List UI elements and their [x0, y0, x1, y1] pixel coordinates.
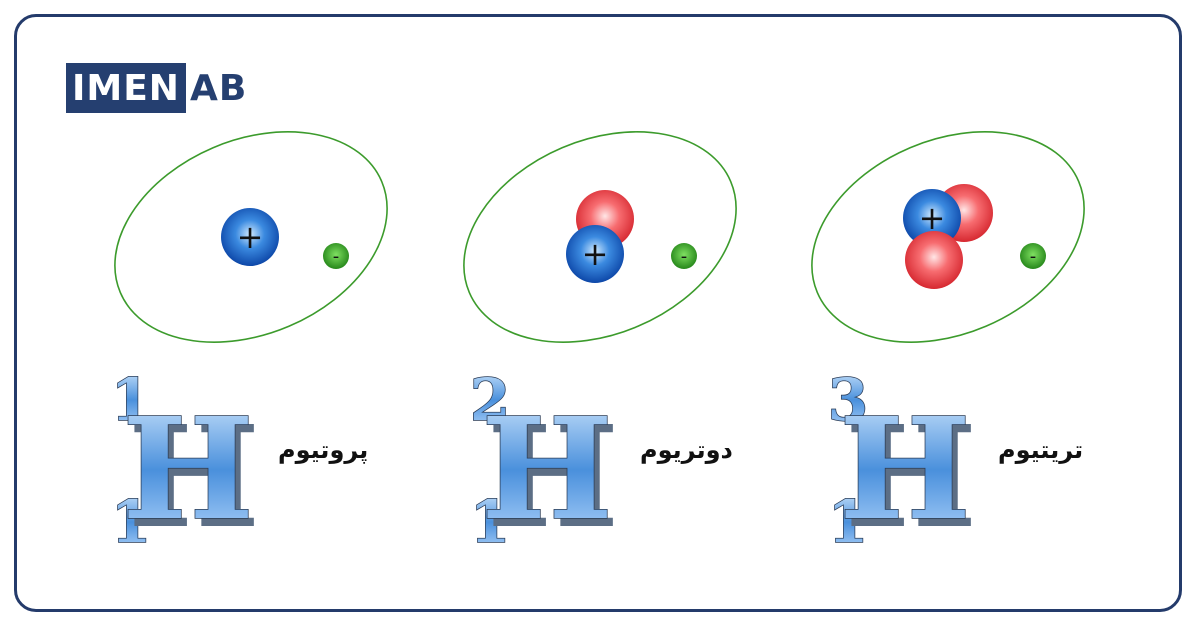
element-symbol: H: [839, 388, 971, 552]
logo-part-a: IMEN: [66, 63, 186, 113]
isotope-symbol-protium: 1 1 H H: [110, 365, 260, 560]
electron-sign: -: [1030, 246, 1037, 267]
label-deuterium: دوتریوم: [640, 436, 733, 464]
mass-number: 3: [828, 366, 868, 434]
logo-part-b: AB: [189, 67, 248, 109]
proton-sign: +: [237, 218, 264, 256]
electron: -: [323, 243, 349, 269]
label-tritium: تریتیوم: [998, 436, 1084, 464]
isotope-symbol-deuterium: 2 1 H H: [469, 365, 619, 560]
electron: -: [671, 243, 697, 269]
proton-sign: +: [582, 235, 609, 273]
mass-number: 2: [470, 366, 510, 434]
electron-sign: -: [333, 246, 340, 267]
element-symbol-shadow: H: [487, 396, 619, 560]
proton: +: [221, 208, 279, 266]
mass-number: 1: [111, 366, 151, 434]
frame: [14, 14, 1182, 612]
electron: -: [1020, 243, 1046, 269]
atomic-number: 1: [111, 488, 151, 556]
electron-sign: -: [681, 246, 688, 267]
proton: +: [903, 189, 961, 247]
proton: +: [566, 225, 624, 283]
atom-protium: + -: [114, 131, 388, 343]
logo: IMEN AB: [66, 63, 251, 113]
element-symbol-shadow: H: [845, 396, 977, 560]
neutron: [905, 231, 963, 289]
atom-tritium: + -: [811, 131, 1085, 343]
element-symbol: H: [122, 388, 254, 552]
atomic-number: 1: [828, 488, 868, 556]
atomic-number: 1: [470, 488, 510, 556]
label-protium: پروتیوم: [278, 436, 369, 464]
orbit: [114, 131, 388, 343]
proton-sign: +: [919, 199, 946, 237]
isotope-symbol-tritium: 3 1 H H: [827, 365, 977, 560]
element-symbol: H: [481, 388, 613, 552]
element-symbol-shadow: H: [128, 396, 260, 560]
atom-deuterium: + -: [463, 131, 737, 343]
orbit: [463, 131, 737, 343]
orbit: [811, 131, 1085, 343]
